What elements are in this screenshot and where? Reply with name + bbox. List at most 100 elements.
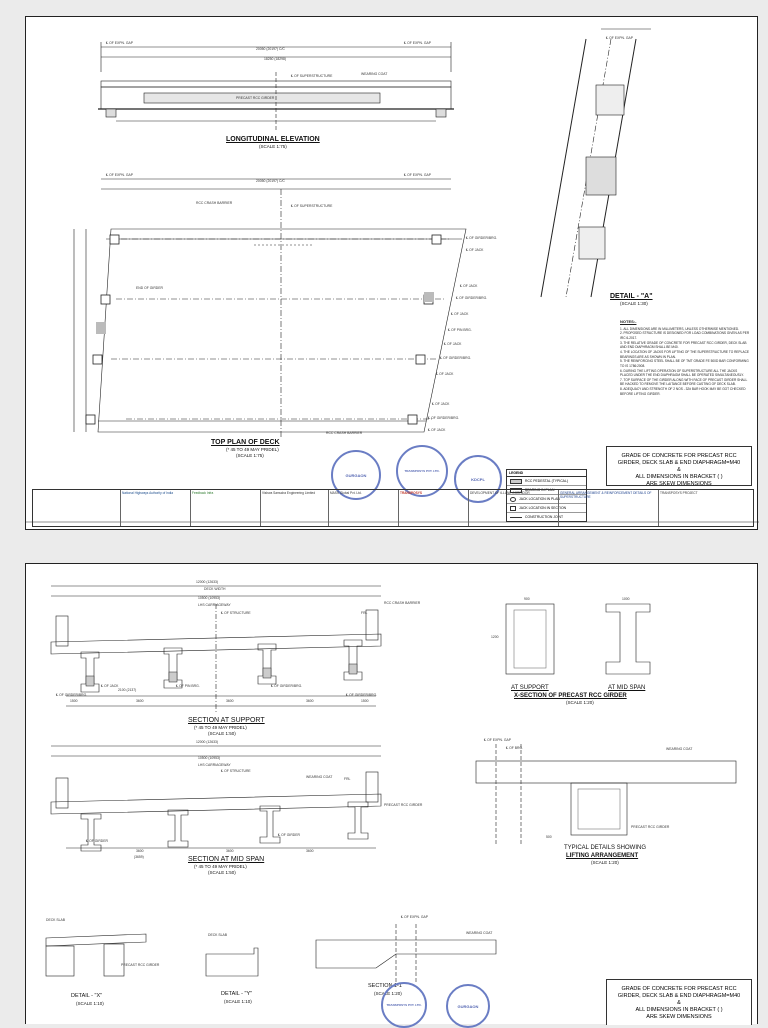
stamp-text: TRANSPOSYS PVT. LTD. [404,469,440,473]
consultant-b-logo-block: MASS Global Pvt. Ltd. [329,490,399,526]
consultant-logo-block: Feedback Infra [191,490,261,526]
detail-x-precast: PRECAST RCC GIRDER [121,963,160,967]
mid-ctr-structure: ℄ OF STRUCTURE [221,769,251,773]
support-ctr-structure: ℄ OF STRUCTURE [221,611,251,615]
plan-girder-brg-3: ℄ OF GIRDER/BRG. [440,356,472,360]
support-girder-brg-2: ℄ OF GIRDER/BRG. [271,684,303,688]
mid-dim-3659: (3659) [134,855,144,859]
at-mid-span-title: AT MID SPAN [608,685,646,691]
concrete-note-line: GIRDER, DECK SLAB & END DIAPHRAGM=M40 [617,459,741,466]
concrete-grade-note: GRADE OF CONCRETE FOR PRECAST RCC GIRDER… [606,446,752,487]
label-span: 20050 (20197) C/C [256,47,285,51]
stamp-text: GURGAON [345,472,367,478]
concrete-note-line: & [677,999,681,1006]
kdcpl-seal-stamp: KDCPL [454,455,502,503]
designer-logo-block: TRANSPOSYS [399,490,469,526]
support-dim-1500-b: 1500 [361,699,369,703]
plan-jack-1: ℄ OF JACK [466,248,484,252]
contractor-logo-block: Vishwa Samudra Engineering Limited [261,490,329,526]
notes-block: NOTES:- 1. ALL DIMENSIONS ARE IN MILLIME… [620,319,750,396]
note-item: 6. DURING THE LIFTING OPERATION OF SUPER… [620,368,744,378]
legend-item: CONSTRUCTION JOINT [507,513,586,521]
mid-dim-3600-b: 3600 [226,849,234,853]
support-dim-3600-c: 3600 [306,699,314,703]
drawing-sheet-2: 12000 (12633) DECK WIDTH 10500 (10953) L… [25,563,758,1028]
concrete-note-line: ALL DIMENSIONS IN BRACKET ( ) [635,473,723,480]
detail-y-scale: (SCALE 1:10) [224,999,252,1004]
label-span-2: 18250 (18298) [264,57,287,61]
gurgaon-seal-stamp-2: GURGAON [446,984,490,1028]
section-mid-title: SECTION AT MID SPAN [188,856,265,863]
concrete-note-line: ARE SKEW DIMENSIONS [646,480,712,487]
label-precast-girder: PRECAST RCC GIRDER [236,96,275,100]
mid-frl: FRL [344,777,351,781]
sheet1-linework [26,28,759,523]
lifting-title: TYPICAL DETAILS SHOWING [564,845,647,851]
plan-end-girder: END OF GIRDER [136,286,163,290]
revision-table [33,490,121,526]
section11-wearing-coat: WEARING COAT [466,931,493,935]
concrete-note-line: GRADE OF CONCRETE FOR PRECAST RCC [621,986,737,992]
xsec-dim-1200: 1200 [491,635,499,639]
support-girder-brg-3: ℄ OF GIRDER/BRG. [346,693,378,697]
section-mid-subtitle: (* 45 TO 49 MAY PRIDEL) [194,864,247,869]
plan-expn-gap-right: ℄ OF EXPN. GAP [404,173,432,177]
concrete-note-line: ALL DIMENSIONS IN BRACKET ( ) [635,1006,723,1013]
section-11-title: SECTION 1-1 [368,983,402,989]
section-support-title: SECTION AT SUPPORT [188,717,265,724]
stamp-text: GURGAON [457,1003,479,1009]
detail-a-scale: (SCALE 1:30) [620,301,648,306]
bearing-symbol-icon [510,487,522,493]
support-pin-brg: ℄ OF PIN BRG. [176,684,200,688]
plan-girder-brg-1: ℄ OF GIRDER/BRG. [466,236,498,240]
concrete-note-line: GIRDER, DECK SLAB & END DIAPHRAGM=M40 [617,992,741,999]
at-support-title: AT SUPPORT [511,685,549,691]
label-ctr-structure: ℄ OF SUPERSTRUCTURE [291,74,333,78]
mid-ctr-girder-2: ℄ OF GIRDER [278,833,300,837]
legend-item-label: RCC PEDESTAL (TYPICAL) [525,479,568,483]
plan-jack-5: ℄ OF JACK [436,372,454,376]
concrete-note-line: ARE SKEW DIMENSIONS [646,1013,712,1020]
legend-item: JACK LOCATION IN PLAN [507,495,586,504]
plan-ctr-structure: ℄ OF SUPERSTRUCTURE [291,204,333,208]
note-item: 2. PROPOSED STRUCTURE IS DESIGNED FOR LO… [620,331,750,341]
drawing-sheet-1: ℄ OF EXPN. GAP ℄ OF EXPN. GAP 20050 (201… [25,16,759,530]
support-frl: FRL [361,611,368,615]
plan-jack-2: ℄ OF JACK [460,284,478,288]
label-wearing-coat: WEARING COAT [361,72,388,76]
plan-jack-7: ℄ OF JACK [428,428,446,432]
project-name-block: DEVELOPMENT OF 6-LANE CORRIDOR [469,490,559,526]
construction-joint-symbol-icon [510,516,522,518]
mid-deck-width: 12000 (12633) [196,740,219,744]
mid-precast-girder: PRECAST RCC GIRDER [384,803,423,807]
note-item: 1. ALL DIMENSIONS ARE IN MILLIMETERS, UN… [620,326,740,331]
legend-title: LEGEND [507,470,586,477]
detail-y-title: DETAIL - "Y" [221,991,253,997]
note-item: 5. THE REINFORCING STEEL SHALL BE OF TMT… [620,359,749,368]
mid-dim-3600-c: 3600 [306,849,314,853]
x-section-title: X-SECTION OF PRECAST RCC GIRDER [514,693,627,699]
note-item: 4. THE LOCATION OF JACKS FOR LIFTING OF … [620,350,749,359]
pedestal-symbol-icon [510,478,522,484]
section11-expn-gap: ℄ OF EXPN. GAP [401,915,429,919]
detail-x-title: DETAIL - "X" [71,993,103,999]
legend: LEGEND RCC PEDESTAL (TYPICAL) BEARING IN… [506,469,587,522]
support-dim-3600-a: 3600 [136,699,144,703]
client-logo-block: National Highways Authority of India [121,490,191,526]
lifting-scale: (SCALE 1:20) [591,860,619,865]
support-carriageway: 10500 (10953) [198,596,221,600]
transposys-seal-stamp-2: TRANSPOSYS PVT. LTD. [381,982,427,1028]
detail-a-expn-gap: ℄ OF EXPN. GAP [606,36,634,40]
label-expn-gap-left: ℄ OF EXPN. GAP [106,41,134,45]
top-plan-subtitle: (* 45 TO 49 MAY PRIDEL) [226,447,279,452]
plan-girder-brg-2: ℄ OF GIRDER/BRG. [456,296,488,300]
longitudinal-elevation-scale: (SCALE 1:75) [259,144,287,149]
mid-carriageway-label: LHS CARRIAGEWAY [198,763,231,767]
gurgaon-seal-stamp: GURGAON [331,450,381,500]
mid-wearing-coat: WEARING COAT [306,775,333,779]
support-jack-1: ℄ OF JACK [101,684,119,688]
legend-item: RCC PEDESTAL (TYPICAL) [507,477,586,486]
plan-span: 20050 (20197) C/C [256,179,285,183]
drawing-number-block: TRANSPOSYS PROJECT [660,491,698,495]
plan-crash-barrier-bottom: RCC CRASH BARRIER [326,431,363,435]
